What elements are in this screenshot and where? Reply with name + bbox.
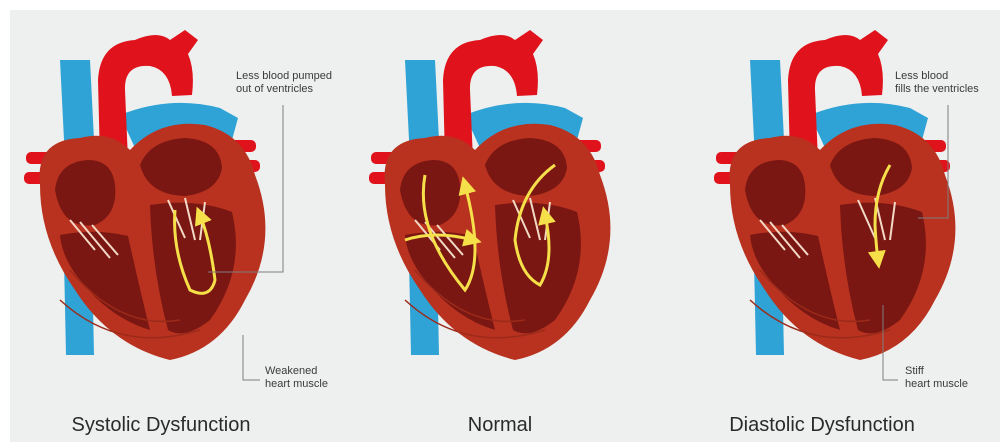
normal-caption: Normal: [350, 414, 650, 437]
systolic-caption: Systolic Dysfunction: [11, 414, 311, 437]
diastolic-top-callout: Less blood fills the ventricles: [895, 70, 979, 96]
systolic-bottom-callout: Weakened heart muscle: [265, 365, 328, 391]
systolic-bottom-leader-line: [243, 335, 260, 380]
systolic-heart-illustration: [24, 30, 265, 360]
systolic-top-callout: Less blood pumped out of ventricles: [236, 70, 332, 96]
diastolic-caption: Diastolic Dysfunction: [672, 414, 972, 437]
diastolic-bottom-callout: Stiff heart muscle: [905, 365, 968, 391]
normal-heart-illustration: [369, 30, 610, 360]
